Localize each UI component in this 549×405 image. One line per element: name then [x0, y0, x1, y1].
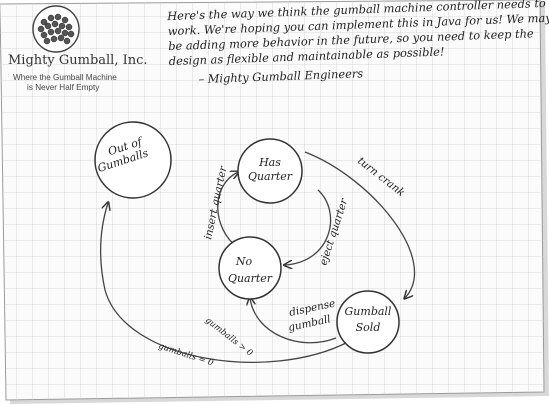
transition-arrows [100, 151, 416, 363]
arrow-turn-crank [304, 151, 416, 298]
state-has-quarter: Has Quarter [237, 138, 303, 204]
state-gumball-sold: Gumball Sold [336, 290, 400, 354]
arrow-gumballs-eq-zero [100, 203, 349, 363]
arrow-gumballs-gt-zero [250, 298, 337, 344]
company-tagline-line2: is Never Half Empty [27, 83, 100, 92]
arrow-insert-quarter [217, 172, 238, 249]
state-gumball-sold-line2: Sold [356, 321, 381, 334]
company-name: Mighty Gumball, Inc. [8, 53, 148, 68]
state-no-quarter-line1: No [235, 255, 253, 268]
arrow-eject-quarter [285, 189, 332, 265]
state-no-quarter: No Quarter [218, 236, 282, 300]
state-gumball-sold-line1: Gumball [345, 305, 392, 318]
company-logo: Mighty Gumball, Inc. Where the Gumball M… [8, 5, 148, 92]
company-tagline-line1: Where the Gumball Machine [13, 73, 117, 82]
state-has-quarter-line2: Quarter [248, 170, 293, 183]
state-no-quarter-line2: Quarter [228, 272, 273, 285]
state-has-quarter-line1: Has [258, 156, 281, 169]
note-signature: – Mighty Gumball Engineers [198, 66, 363, 86]
state-out-of-gumballs: Out of Gumballs [94, 121, 172, 199]
